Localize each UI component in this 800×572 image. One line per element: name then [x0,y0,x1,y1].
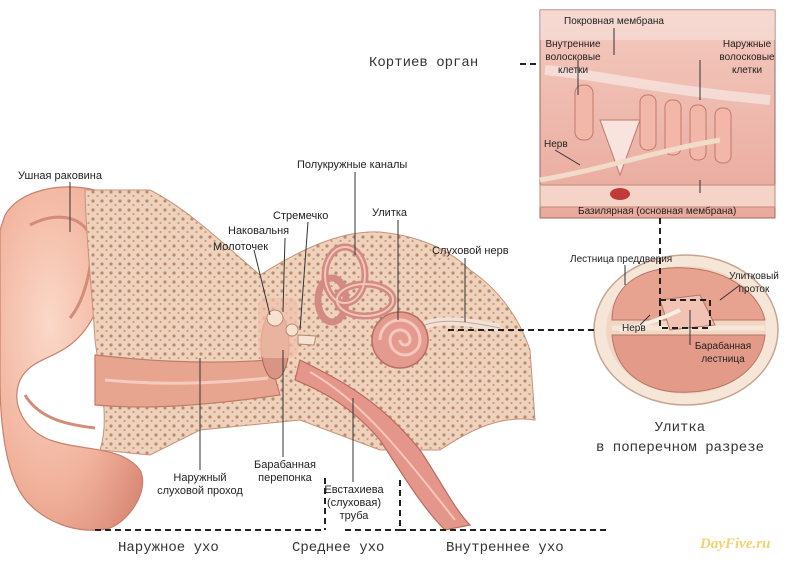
label-cochlear-duct: Улитковый проток [724,270,784,296]
label-ear-canal-line2: слуховой проход [157,485,243,497]
label-ear-canal-line1: Наружный [173,472,227,484]
label-auditory-nerve: Слуховой нерв [432,245,509,257]
label-malleus: Молоточек [213,241,269,253]
label-pinna: Ушная раковина [18,170,102,182]
label-eustachian-line2: (слуховая) [326,497,382,509]
label-outer-hair-line3: клетки [731,65,763,76]
label-cochlear-duct-line2: проток [738,284,770,295]
label-semicircular-canals: Полукружные каналы [297,159,408,171]
section-middle-ear: Среднее ухо [292,540,385,556]
label-scala-tympani-line1: Барабанная [694,341,752,352]
watermark: DayFive.ru [700,536,771,552]
label-cochlea: Улитка [372,207,408,219]
label-eardrum: Барабанная перепонка [245,459,325,485]
label-tectorial-membrane: Покровная мембрана [564,16,664,27]
section-outer-ear: Наружное ухо [118,540,219,556]
label-inner-hair-line2: волосковые [545,52,601,63]
label-incus: Наковальня [228,225,290,237]
label-scala-tympani: Барабанная лестница [688,340,758,366]
label-eardrum-line2: перепонка [258,472,312,484]
label-eustachian-line1: Евстахиева [324,484,384,496]
leader-lines [69,28,741,482]
eustachian-tube-shape [294,359,472,531]
label-basilar-membrane: Базилярная (основная мембрана) [578,206,737,217]
corti-organ-inset [539,9,776,219]
label-outer-hair-line2: волосковые [719,52,775,63]
label-scala-vestibuli: Лестница преддверия [570,254,673,265]
cross-section-caption: Улитка в поперечном разрезе [560,418,800,458]
label-eustachian-tube: Евстахиева (слуховая) труба [318,484,390,523]
section-inner-ear: Внутреннее ухо [446,540,564,556]
cross-section-caption-line2: в поперечном разрезе [595,440,765,456]
label-outer-hair-cells: Наружные волосковые клетки [712,38,782,77]
label-ear-canal: Наружный слуховой проход [150,472,250,498]
ear-canal-shape [94,354,281,408]
label-outer-hair-line1: Наружные [722,39,772,50]
cochlea-cross-section [593,254,779,406]
corti-organ-title: Кортиев орган [369,55,479,71]
label-stapes: Стремечко [273,210,329,222]
label-inner-hair-cells: Внутренние волосковые клетки [540,38,606,77]
label-corti-nerve: Нерв [544,139,568,150]
label-eardrum-line1: Барабанная [254,459,316,471]
label-eustachian-line3: труба [339,510,369,522]
dashed-connectors [95,63,711,531]
cochlea-shape [371,311,429,369]
label-inner-hair-line1: Внутренние [545,39,601,50]
label-cochlear-duct-line1: Улитковый [729,271,779,282]
label-inner-hair-line3: клетки [557,65,589,76]
cross-section-caption-line1: Улитка [654,420,706,436]
label-scala-tympani-line2: лестница [701,354,745,365]
label-cross-nerve: Нерв [622,323,646,334]
